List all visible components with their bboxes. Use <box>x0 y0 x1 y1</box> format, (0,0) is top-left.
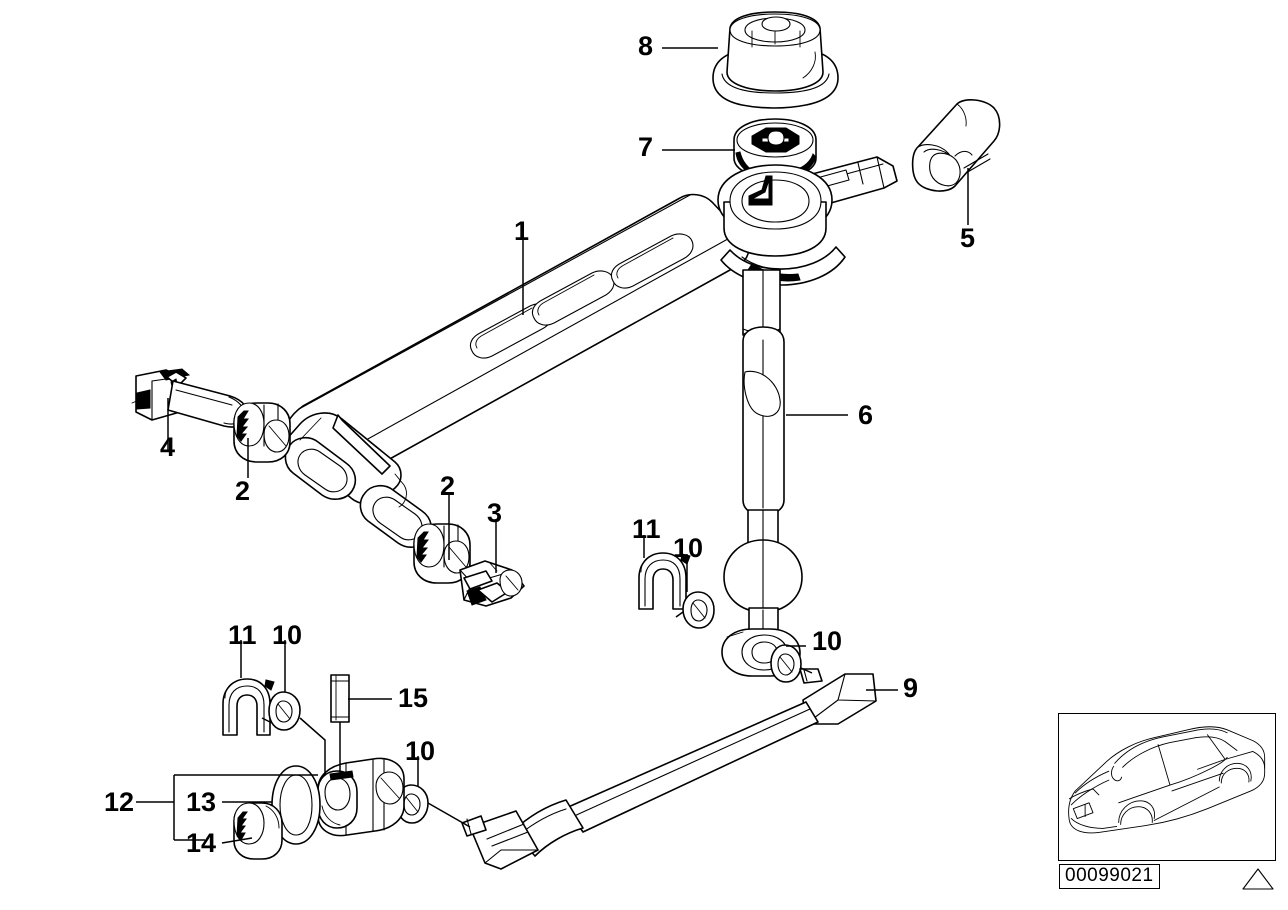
part-10-washer-center-upper <box>682 591 715 629</box>
part-number-box: 00099021 <box>1059 864 1160 889</box>
part-11-circlip-left <box>222 678 275 736</box>
vehicle-thumbnail-box <box>1058 713 1276 861</box>
callout-2-upper: 2 <box>235 476 251 506</box>
callout-10-center-lower: 10 <box>812 626 843 656</box>
callout-10-joint-right: 10 <box>405 736 436 766</box>
part-15-dowel-pin <box>330 674 350 723</box>
part-12-joint-assembly <box>233 757 405 860</box>
callout-11-left: 11 <box>228 620 257 650</box>
callout-14: 14 <box>186 828 217 858</box>
part-9-selector-rod-lower <box>461 668 877 870</box>
part-4-shift-rod-bracket <box>131 368 250 428</box>
part-2-bushing-upper <box>233 402 291 463</box>
part-10-washer-center-lower <box>770 644 802 683</box>
callout-6: 6 <box>858 400 874 430</box>
callout-10-center-upper: 10 <box>673 533 704 563</box>
callout-7: 7 <box>638 132 654 162</box>
callout-10-left: 10 <box>272 620 303 650</box>
callout-3: 3 <box>487 498 503 528</box>
callout-1: 1 <box>514 216 530 246</box>
callout-13: 13 <box>186 787 217 817</box>
leader-lines <box>136 47 969 844</box>
callout-2-lower: 2 <box>440 471 456 501</box>
part-8-boot-seal <box>712 11 839 109</box>
callout-4: 4 <box>160 432 176 462</box>
callout-12: 12 <box>104 787 135 817</box>
part-2-bushing-lower <box>413 523 471 584</box>
callout-11-center: 11 <box>632 514 661 544</box>
warning-triangle-icon <box>1242 868 1274 890</box>
callout-8: 8 <box>638 31 654 61</box>
callout-9: 9 <box>903 673 919 703</box>
part-10-washer-left <box>268 691 301 731</box>
callout-5: 5 <box>960 223 976 253</box>
part-5-bushing-sleeve <box>911 99 1001 192</box>
part-3-retaining-clip <box>459 560 525 607</box>
part-7-bearing-shell <box>733 118 817 179</box>
part-1-shift-arm <box>283 156 898 548</box>
car-outline-icon <box>1068 726 1266 834</box>
part-11-circlip-center <box>638 552 691 610</box>
callout-15: 15 <box>398 683 429 713</box>
part-6-selector-rod-upper <box>721 269 803 677</box>
